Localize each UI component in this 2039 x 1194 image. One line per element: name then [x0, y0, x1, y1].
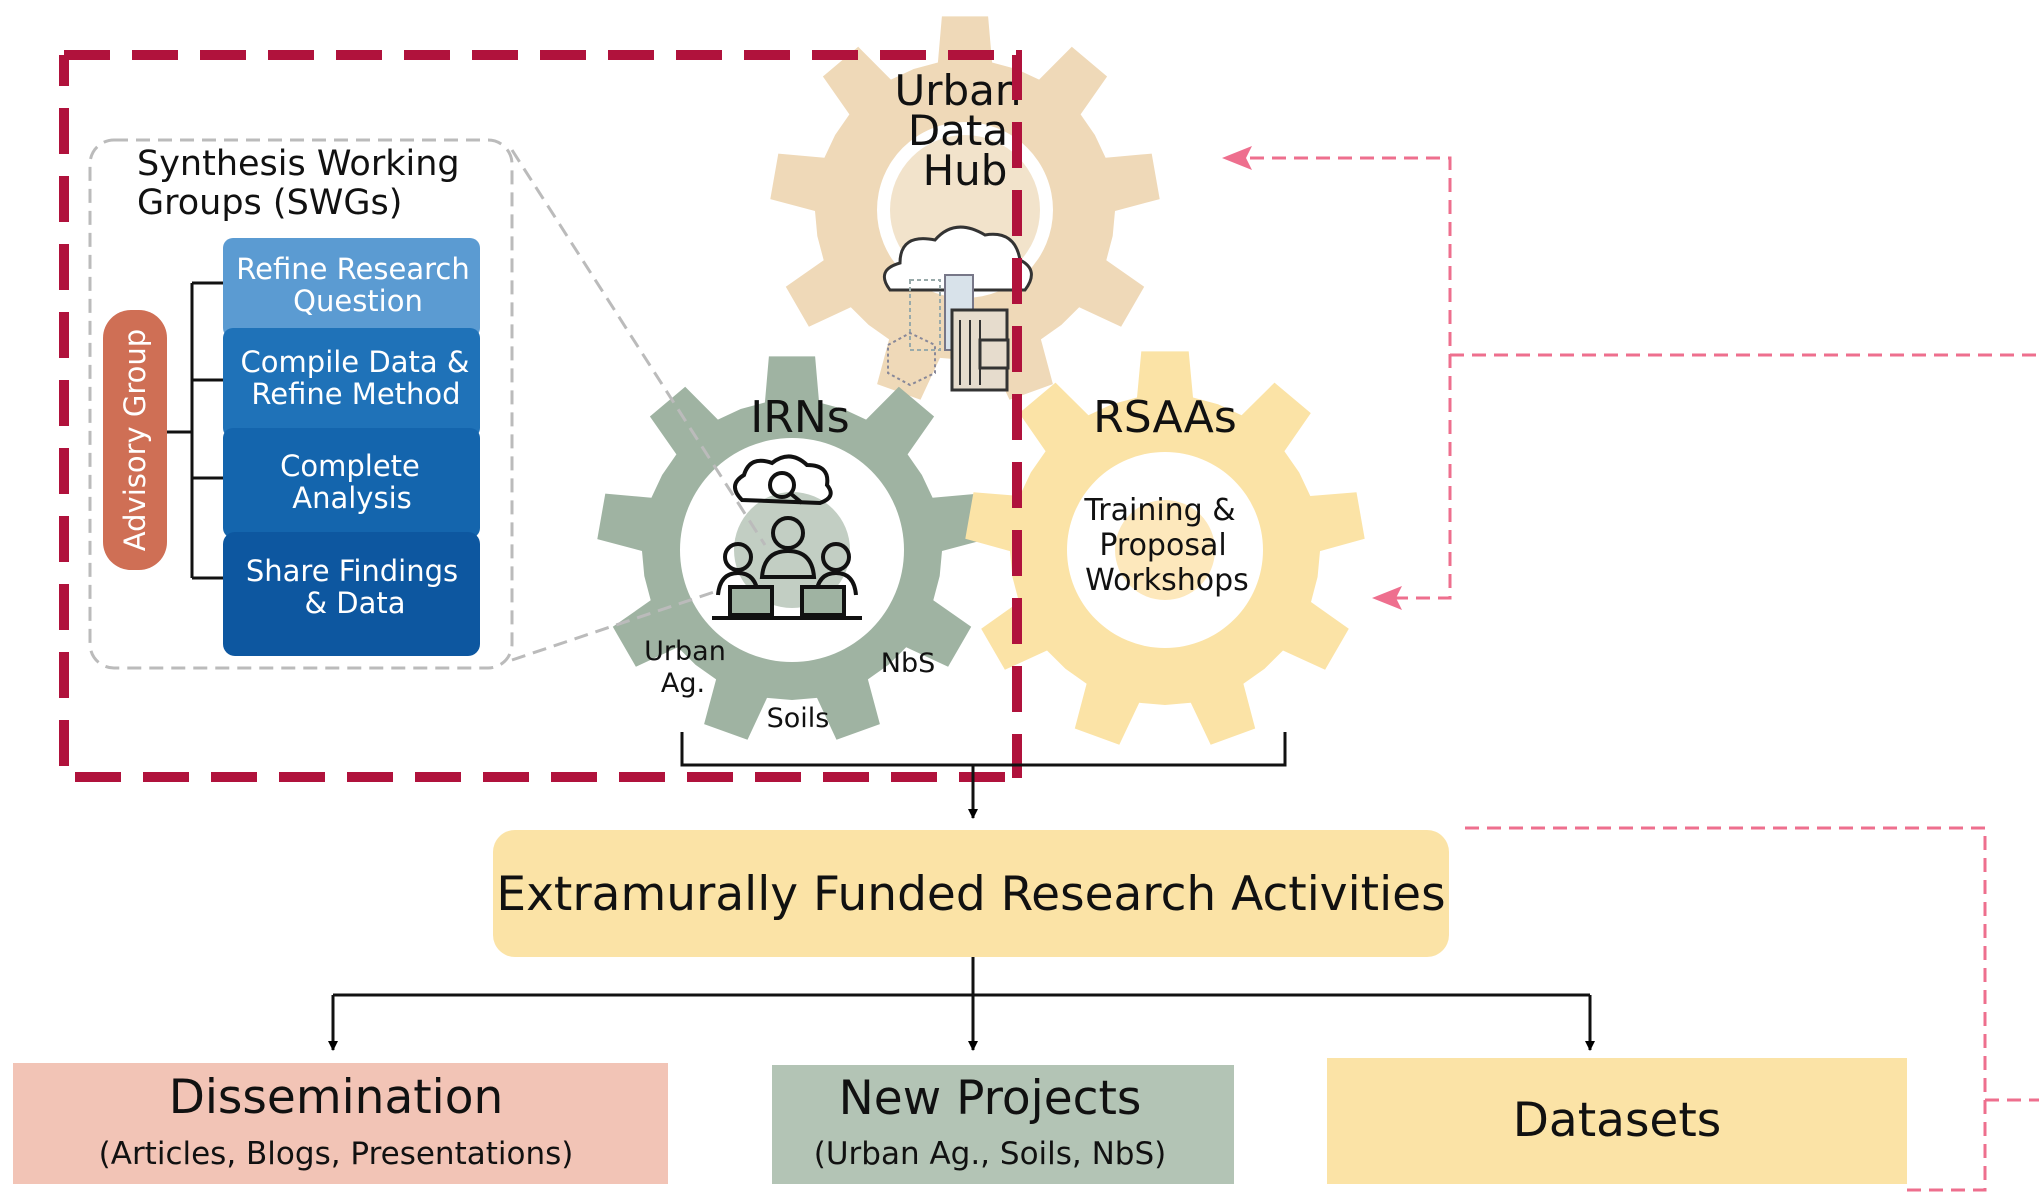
irn-label-nbs: NbS: [881, 648, 935, 679]
rsaa-label-line1: Training &: [1083, 493, 1235, 528]
rsaa-label-line2: Proposal: [1099, 528, 1226, 563]
advisory-group-label: Advisory Group: [118, 329, 152, 551]
advisory-bracket: [167, 281, 226, 580]
dissemination-subtitle: (Articles, Blogs, Presentations): [99, 1136, 574, 1172]
data-hub-label-line2: Data: [908, 106, 1008, 155]
datasets-box: [1327, 1058, 1907, 1184]
rsaa-gear-core: [1115, 500, 1215, 600]
swg-title-line2: Groups (SWGs): [137, 183, 402, 223]
swg-step-3-line1: Complete: [280, 449, 420, 483]
feedback-arrow-to-data-hub: [1222, 146, 1252, 170]
data-hub-label-line3: Hub: [923, 146, 1008, 195]
extramural-label: Extramurally Funded Research Activities: [496, 867, 1445, 922]
swg-step-2: [223, 328, 480, 438]
irn-label-urban-ag-line1: Urban: [644, 636, 726, 667]
swg-step-3-line2: Analysis: [292, 481, 411, 515]
feedback-lines: [1250, 156, 2039, 1192]
dissemination-title: Dissemination: [169, 1070, 504, 1125]
new-projects-box: [772, 1065, 1234, 1184]
rsaa-label-line3: Workshops: [1085, 563, 1249, 598]
swg-step-3: [223, 428, 480, 538]
new-projects-title: New Projects: [839, 1071, 1142, 1126]
datasets-title: Datasets: [1513, 1093, 1722, 1148]
irn-label-soils: Soils: [767, 703, 830, 734]
cloud-building-icon: [882, 225, 1033, 392]
new-projects-subtitle: (Urban Ag., Soils, NbS): [814, 1136, 1167, 1172]
swg-title-line1: Synthesis Working: [137, 144, 460, 184]
irn-gear: [597, 356, 987, 740]
swg-step-1-line2: Question: [293, 284, 423, 318]
feedback-arrow-to-rsaa: [1372, 586, 1402, 610]
cloud-people-icon: [712, 454, 862, 620]
swg-step-4-line2: & Data: [304, 586, 405, 620]
advisory-group-box: [103, 310, 167, 570]
swg-zoom-line-top: [510, 149, 767, 546]
extramural-box: [493, 830, 1449, 957]
swg-step-1-line1: Refine Research: [236, 252, 469, 286]
irn-title: IRNs: [750, 392, 849, 443]
data-hub-gear: [770, 16, 1160, 400]
swg-zoom-line-bottom: [511, 588, 721, 662]
irn-label-urban-ag-line2: Ag.: [661, 668, 705, 699]
swg-step-1: [223, 238, 480, 338]
output-connectors: [333, 957, 1590, 997]
rsaa-gear: [965, 351, 1365, 745]
swg-step-4-line1: Share Findings: [246, 554, 458, 588]
swg-step-2-line1: Compile Data &: [241, 345, 470, 379]
boundary-dashed-outline: [59, 50, 1022, 782]
swg-step-4: [223, 532, 480, 656]
data-hub-label-line1: Urban: [894, 66, 1021, 115]
rsaa-title: RSAAs: [1093, 392, 1237, 443]
swg-step-2-line2: Refine Method: [251, 377, 460, 411]
dissemination-box: [13, 1063, 668, 1184]
gears-bracket: [680, 732, 1287, 767]
